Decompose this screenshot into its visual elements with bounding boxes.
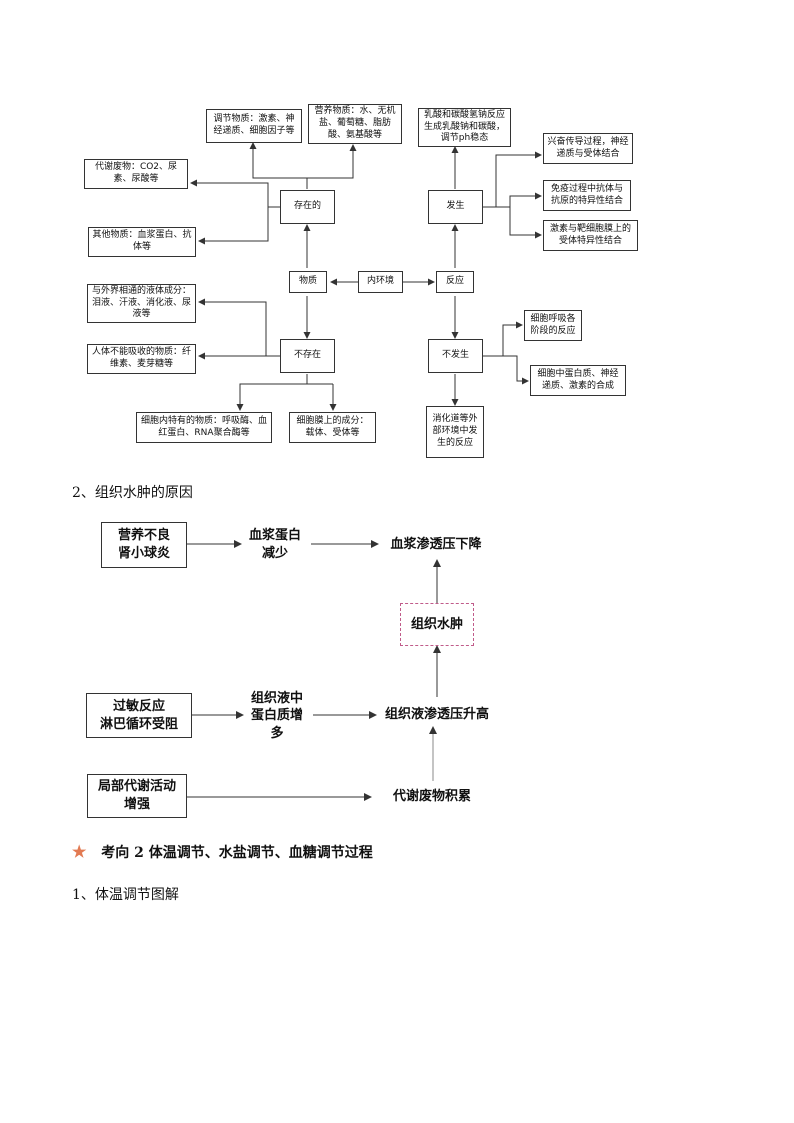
unabsorbable-box: 人体不能吸收的物质：纤维素、麦芽糖等: [87, 344, 196, 374]
cell-respiration-box: 细胞呼吸各阶段的反应: [524, 310, 582, 341]
section-title-edema: 2、组织水肿的原因: [72, 485, 193, 501]
tissue-edema-box: 组织水肿: [400, 603, 474, 646]
buffer-reaction-box: 乳酸和碳酸氢钠反应生成乳酸钠和碳酸，调节ph稳态: [418, 108, 511, 147]
other-substances-box: 其他物质：血浆蛋白、抗体等: [88, 227, 196, 257]
cause-allergy-box: 过敏反应 淋巴循环受阻: [86, 693, 192, 738]
regulatory-substances-box: 调节物质：激素、神经递质、细胞因子等: [206, 109, 302, 143]
section-title-regulation: ★ 考向 2 体温调节、水盐调节、血糖调节过程: [72, 842, 373, 862]
plasma-protein-decrease-label: 血浆蛋白 减少: [248, 528, 301, 561]
tissue-protein-increase-label: 组织液中 蛋白质增 多: [250, 690, 303, 741]
occurs-node: 发生: [428, 190, 483, 224]
digestion-box: 消化道等外部环境中发生的反应: [426, 406, 484, 458]
hormone-binding-box: 激素与靶细胞膜上的受体特异性结合: [543, 220, 638, 251]
external-fluids-box: 与外界相通的液体成分：泪液、汗液、消化液、尿液等: [87, 284, 196, 323]
diagram1-connectors: [190, 142, 542, 411]
tissue-osmotic-rise-label: 组织液渗透压升高: [384, 707, 489, 723]
metabolic-waste-box: 代谢废物：CO2、尿素、尿酸等: [84, 159, 188, 189]
not-exists-node: 不存在: [280, 339, 335, 373]
center-node: 内环境: [358, 271, 403, 293]
intracellular-box: 细胞内特有的物质：呼吸酶、血红蛋白、RNA聚合酶等: [136, 412, 272, 443]
cell-synthesis-box: 细胞中蛋白质、神经递质、激素的合成: [530, 365, 626, 396]
cause-metabolism-box: 局部代谢活动 增强: [87, 774, 187, 818]
not-occurs-node: 不发生: [428, 339, 483, 373]
immune-binding-box: 免疫过程中抗体与抗原的特异性结合: [543, 180, 631, 211]
waste-accumulation-label: 代谢废物积累: [392, 789, 471, 805]
matter-node: 物质: [289, 271, 327, 293]
regulation-title-text: 考向 2 体温调节、水盐调节、血糖调节过程: [101, 845, 373, 861]
plasma-osmotic-drop-label: 血浆渗透压下降: [390, 537, 482, 553]
section-title-thermoregulation: 1、体温调节图解: [72, 887, 179, 903]
reaction-node: 反应: [436, 271, 474, 293]
exists-node: 存在的: [280, 190, 335, 224]
nerve-transmission-box: 兴奋传导过程，神经递质与受体结合: [543, 133, 633, 164]
nutrient-substances-box: 营养物质：水、无机盐、葡萄糖、脂肪酸、氨基酸等: [308, 104, 402, 144]
membrane-box: 细胞膜上的成分：载体、受体等: [289, 412, 376, 443]
cause-malnutrition-box: 营养不良 肾小球炎: [101, 522, 187, 568]
star-icon: ★: [72, 842, 87, 861]
